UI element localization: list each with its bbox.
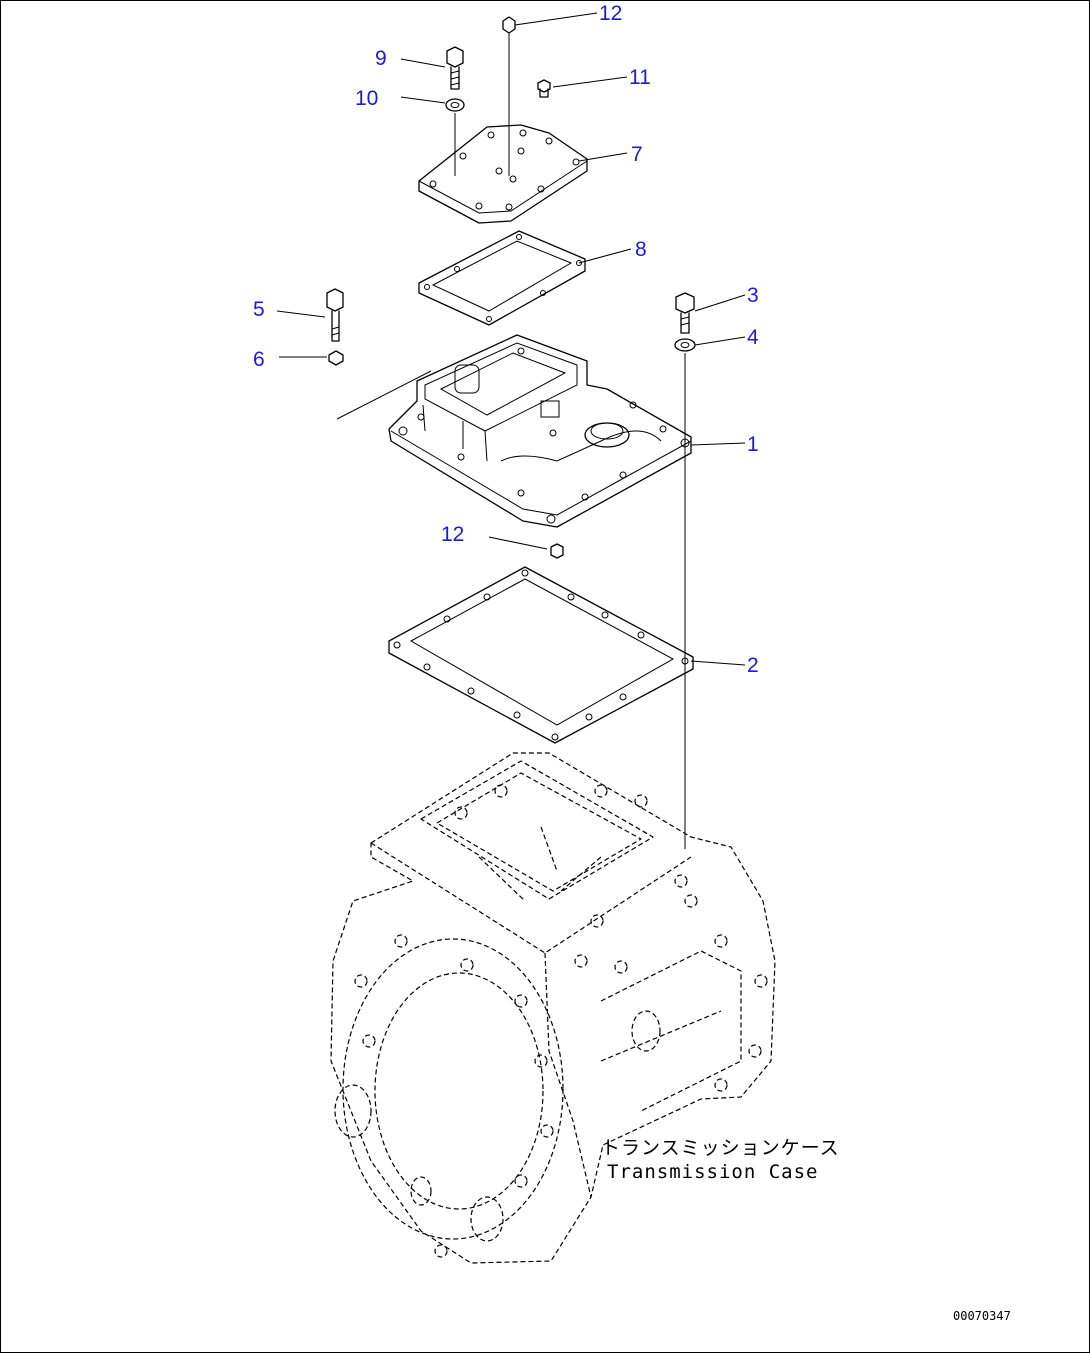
part-11-fitting — [537, 79, 551, 98]
part-3-bolt — [675, 292, 695, 334]
part-7-cover-plate — [418, 124, 588, 224]
callout-8: 8 — [635, 238, 647, 261]
part-8-gasket — [418, 230, 586, 326]
callout-12-middle: 12 — [441, 523, 464, 546]
part-6-washer — [328, 350, 344, 366]
case-label: トランスミッションケース Transmission Case — [601, 1137, 840, 1183]
case-label-english: Transmission Case — [607, 1161, 818, 1183]
callout-5: 5 — [253, 298, 265, 321]
callout-10: 10 — [355, 87, 378, 110]
callout-3: 3 — [747, 284, 759, 307]
callout-7: 7 — [631, 143, 643, 166]
part-9-bolt — [446, 46, 464, 90]
callout-6: 6 — [253, 348, 265, 371]
drawing-code: 00070347 — [953, 1309, 1011, 1323]
callout-numbers: 12 9 11 10 7 8 3 5 4 6 1 12 2 — [253, 2, 759, 677]
callout-4: 4 — [747, 326, 759, 349]
callout-11: 11 — [629, 66, 651, 89]
case-label-japanese: トランスミッションケース — [601, 1137, 840, 1159]
part-12-middle-plug — [550, 543, 564, 559]
part-4-washer — [674, 338, 696, 849]
transmission-case-phantom — [330, 752, 776, 1264]
callout-9: 9 — [375, 47, 387, 70]
callout-1: 1 — [747, 433, 759, 456]
callout-2: 2 — [747, 654, 759, 677]
part-12-top-plug — [502, 16, 516, 176]
leader-lines — [276, 12, 746, 666]
part-10-washer — [445, 98, 465, 176]
callout-12-top: 12 — [599, 2, 622, 25]
part-1-housing — [336, 334, 692, 528]
part-5-bolt — [326, 288, 344, 342]
part-2-gasket — [388, 566, 694, 744]
